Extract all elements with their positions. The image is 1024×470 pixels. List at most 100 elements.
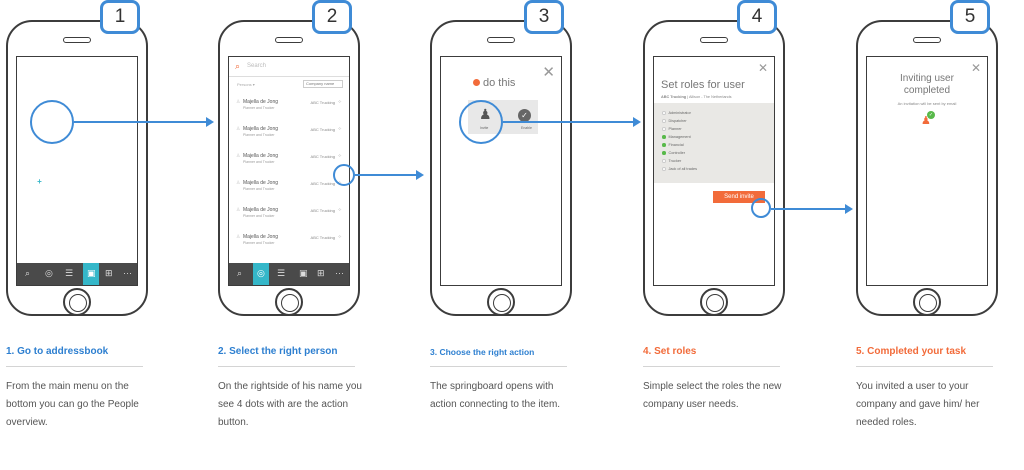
list-item[interactable]: ♙ Majella de Jong Planner and Trucker AB… (233, 94, 345, 118)
addressbook-icon[interactable]: ▣ (87, 268, 96, 278)
more-icon[interactable]: ··· (123, 268, 132, 278)
person-icon: ♙ (236, 234, 241, 240)
step-4: 4 ✕ Set roles for user ABC Trucking | Al… (643, 0, 813, 470)
send-invite-button[interactable]: Send invite (713, 191, 765, 203)
people-list-screen: ⌕ Search Persons ▾ Company name ♙ Majell… (228, 56, 350, 286)
sort-select[interactable]: Company name (303, 80, 343, 88)
enable-check-icon[interactable]: ✓ (518, 109, 531, 122)
user-invited-icon: ♟ ✓ (921, 111, 935, 127)
filter-label[interactable]: Persons ▾ (237, 82, 255, 87)
person-role: Planner and Trucker (243, 160, 275, 164)
person-name: Majella de Jong (243, 153, 279, 159)
more-icon[interactable]: ··· (335, 268, 344, 278)
springboard-screen: ✕ do this ♟ Invite ✓ Enable (440, 56, 562, 286)
role-label: Administrator (668, 111, 691, 115)
close-icon[interactable]: ✕ (542, 64, 555, 81)
person-name: Majella de Jong (243, 126, 279, 132)
step-number-badge: 2 (312, 0, 352, 34)
brand-label: ⟲ ABC Trucking - Apple (33, 75, 101, 83)
step-1: 1 ✕ ⟲ ABC Trucking - Apple People Compan… (6, 0, 176, 470)
role-label: Management (668, 135, 691, 139)
person-role: Planner and Trucker (243, 133, 275, 137)
connector-arrow (771, 204, 853, 214)
list-item[interactable]: ♙ Majella de Jong Planner and Trucker AB… (233, 202, 345, 226)
user-icon: ♟ (921, 115, 931, 127)
role-option[interactable]: Jack of all trades (662, 167, 697, 171)
role-option[interactable]: Management (662, 135, 691, 139)
person-company: ABC Trucking (310, 127, 335, 132)
step-description: The springboard opens with action connec… (430, 381, 561, 410)
set-roles-screen: ✕ Set roles for user ABC Trucking | Alli… (653, 56, 775, 286)
person-role: Planner and Trucker (243, 187, 275, 191)
role-option[interactable]: Planner (662, 127, 682, 131)
role-option[interactable]: Administrator (662, 111, 691, 115)
person-icon: ♙ (236, 126, 241, 132)
step-number-badge: 4 (737, 0, 777, 34)
step-number-badge: 5 (950, 0, 990, 34)
action-dots-icon[interactable]: ⁘ (337, 234, 342, 240)
filter-bar: Persons ▾ Company name (229, 79, 349, 91)
roles-subtitle: ABC Trucking | Allison - The Netherlands (661, 95, 732, 99)
completed-heading: Inviting user completed (867, 73, 987, 97)
step-number-badge: 3 (524, 0, 564, 34)
speaker (700, 37, 728, 43)
compass-icon[interactable]: ◎ (257, 268, 265, 278)
search-icon: ⌕ (235, 61, 241, 71)
role-option[interactable]: Financial (662, 143, 684, 147)
step-title: 1. Go to addressbook (6, 346, 109, 357)
orange-dot-icon (473, 79, 480, 86)
highlight-ring (459, 100, 503, 144)
role-label: Dispatcher (668, 119, 687, 123)
step-number-badge: 1 (100, 0, 140, 34)
search-bar[interactable]: ⌕ Search (229, 57, 349, 77)
phone-mockup: ✕ Inviting user completed An invitation … (856, 20, 998, 316)
person-company: ABC Trucking (310, 154, 335, 159)
action-dots-icon[interactable]: ⁘ (337, 207, 342, 213)
action-dots-icon[interactable]: ⁘ (337, 126, 342, 132)
role-option[interactable]: Trucker (662, 159, 681, 163)
search-icon[interactable]: ⌕ (25, 268, 31, 278)
role-label: Planner (668, 127, 682, 131)
role-toggle-icon (662, 167, 666, 171)
roles-list: Administrator Dispatcher Planner Managem… (654, 103, 774, 183)
list-item[interactable]: ♙ Majella de Jong Planner and Trucker AB… (233, 229, 345, 253)
list-item[interactable]: ♙ Majella de Jong Planner and Trucker AB… (233, 175, 345, 199)
close-icon[interactable]: ✕ (120, 61, 131, 75)
list-item[interactable]: ♙ Majella de Jong Planner and Trucker AB… (233, 148, 345, 172)
role-label: Trucker (668, 159, 682, 163)
connector-arrow (74, 117, 214, 127)
addressbook-icon[interactable]: ▣ (299, 268, 308, 278)
step-description: You invited a user to your company and g… (856, 381, 980, 428)
highlight-ring (30, 100, 74, 144)
heading-line-2: completed (903, 85, 951, 96)
step-3: 3 ✕ do this ♟ Invite ✓ Enable 3. Choose … (430, 0, 600, 470)
divider (643, 366, 780, 367)
action-dots-icon[interactable]: ⁘ (337, 99, 342, 105)
step-description: From the main menu on the bottom you can… (6, 381, 139, 428)
list-item[interactable]: ♙ Majella de Jong Planner and Trucker AB… (233, 121, 345, 145)
person-name: Majella de Jong (243, 180, 279, 186)
search-icon[interactable]: ⌕ (237, 268, 243, 278)
compass-icon[interactable]: ◎ (45, 268, 53, 278)
inbox-icon[interactable]: ⊞ (105, 268, 113, 278)
action-dots-icon[interactable]: ⁘ (337, 153, 342, 159)
step-title: 5. Completed your task (856, 346, 967, 357)
person-role: Planner and Trucker (243, 106, 275, 110)
menu-item-terminals[interactable]: Terminals (35, 159, 65, 166)
step-description: Simple select the roles the new company … (643, 381, 782, 410)
list-icon[interactable]: ☰ (65, 268, 74, 278)
role-option[interactable]: Controller (662, 151, 685, 155)
step-description: On the rightside of his name you see 4 d… (218, 381, 362, 428)
add-icon[interactable]: + (35, 177, 44, 186)
highlight-ring (333, 164, 355, 186)
role-toggle-icon (662, 127, 666, 131)
search-placeholder: Search (247, 63, 267, 69)
phone-mockup: ⌕ Search Persons ▾ Company name ♙ Majell… (218, 20, 360, 316)
list-icon[interactable]: ☰ (277, 268, 286, 278)
invite-completed-screen: ✕ Inviting user completed An invitation … (866, 56, 988, 286)
person-company: ABC Trucking (310, 181, 335, 186)
close-icon[interactable]: ✕ (757, 61, 768, 75)
inbox-icon[interactable]: ⊞ (317, 268, 325, 278)
role-option[interactable]: Dispatcher (662, 119, 687, 123)
close-icon[interactable]: ✕ (970, 61, 981, 75)
